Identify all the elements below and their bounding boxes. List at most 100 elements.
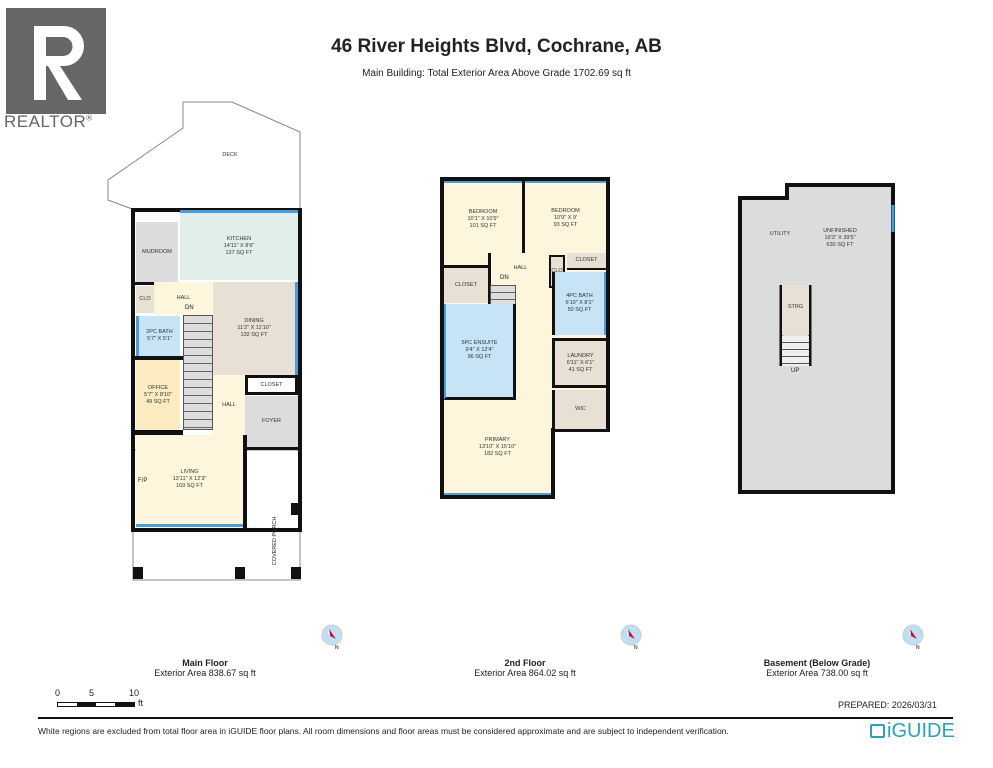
room-name: KITCHEN (226, 236, 252, 242)
room-area: 182 sq ft (484, 451, 511, 457)
room-strg: STRG (782, 300, 809, 315)
floor-name: 2nd Floor (504, 658, 546, 668)
room-area: 50 sq ft (567, 307, 592, 313)
room-name: CLOSET (454, 282, 477, 288)
room-dims: 10'1" x 10'9" (467, 216, 499, 222)
wall (522, 179, 525, 255)
floor-area: Exterior Area 864.02 sq ft (474, 668, 576, 678)
floor-name: Basement (Below Grade) (763, 658, 871, 668)
room-dims: 9'4" x 12'4" (465, 347, 494, 353)
room-name: DINING (244, 318, 264, 324)
room-deck: DECK (180, 140, 280, 170)
room-area: 169 sq ft (176, 483, 203, 489)
scale-unit: ft (138, 698, 144, 708)
room-wic: WIC (552, 390, 606, 429)
brand-text: iGUIDE (887, 720, 955, 742)
compass-icon: N (321, 624, 343, 650)
room-dims: 6'11" x 6'1" (566, 359, 595, 366)
room-name: CLOSET (260, 381, 283, 388)
room-area: 630 sq ft (826, 241, 854, 248)
room-name: HALL (513, 265, 528, 271)
fireplace-label: F/P (138, 478, 148, 484)
room-utility: UTILITY (760, 228, 800, 240)
room-dims: 10'9" x 9' (553, 214, 577, 221)
disclaimer: White regions are excluded from total fl… (38, 726, 729, 736)
wall (133, 430, 183, 435)
room-name: MUDROOM (142, 248, 172, 255)
compass-north-label: N (916, 645, 920, 650)
room-hall: HALL (154, 282, 213, 315)
iguide-logo-icon (870, 724, 885, 738)
wall (243, 435, 247, 530)
room-closet: CLOSET (444, 265, 488, 303)
page-title: 46 River Heights Blvd, Cochrane, AB (331, 36, 662, 57)
scale-graphic (57, 702, 135, 707)
room-area: 127 sq ft (225, 250, 253, 256)
wall (133, 356, 183, 360)
room-dims: 19'3" x 39'5" (824, 234, 856, 241)
room-area: 132 sq ft (240, 332, 268, 338)
prepared-date: PREPARED: 2026/03/31 (838, 700, 937, 710)
room-name: 5PC ENSUITE (461, 340, 498, 346)
room-dims: 14'11" x 8'6" (223, 243, 255, 249)
compass-north-label: N (634, 645, 638, 650)
room-name: OFFICE (147, 384, 169, 391)
room-area: 96 sq ft (467, 354, 492, 360)
room-name: PRIMARY (485, 437, 510, 443)
scale-tick: 0 (55, 688, 61, 698)
porch-post (291, 567, 301, 579)
scale-tick: 10 (129, 688, 140, 698)
compass-north-label: N (335, 645, 339, 650)
room-dims: 5'7" x 8'10" (143, 391, 173, 398)
room-dims: 13'11" x 12'3" (172, 476, 207, 482)
room-name: 4PC BATH (566, 293, 593, 299)
room-dims: 6'10" x 8'1" (565, 300, 594, 306)
room-name: CLOSET (575, 257, 598, 263)
room-name: STRG (787, 304, 804, 310)
room-mudroom: MUDROOM (136, 222, 178, 282)
stairs-up-label: UP (791, 368, 800, 374)
room-name: CLO (139, 296, 151, 302)
room-name: LAUNDRY (567, 352, 594, 359)
scale-bar: 0 5 10 ft (55, 688, 165, 710)
room-dims: 5'7" x 5'1" (147, 336, 172, 342)
room-clo: CLO (136, 286, 154, 313)
divider (38, 717, 953, 719)
room-hall-2: HALL (213, 375, 245, 435)
room-area: 41 sq ft (568, 366, 593, 373)
porch-post (133, 567, 143, 579)
compass-icon: N (620, 624, 642, 650)
floor-area: Exterior Area 838.67 sq ft (154, 668, 256, 678)
floor-area: Exterior Area 738.00 sq ft (766, 668, 868, 678)
room-name: 2PC BATH (146, 329, 173, 335)
stairs-down-label: DN (500, 275, 509, 281)
room-name: WIC (575, 406, 586, 412)
room-closet: CLOSET (245, 375, 298, 395)
stairs-down-label: DN (185, 305, 194, 311)
room-name: FOYER (262, 418, 281, 424)
room-name: UNFINISHED (823, 227, 857, 234)
room-area: 93 sq ft (553, 221, 578, 228)
room-name: BEDROOM (551, 207, 580, 214)
room-foyer: FOYER (245, 396, 298, 450)
compass-icon: N (902, 624, 924, 650)
realtor-logo: REALTOR® (4, 6, 116, 131)
room-name: BEDROOM (468, 209, 498, 215)
room-name: LIVING (180, 469, 199, 475)
room-closet-2: CLOSET (567, 253, 606, 270)
room-area: 101 sq ft (469, 223, 497, 229)
